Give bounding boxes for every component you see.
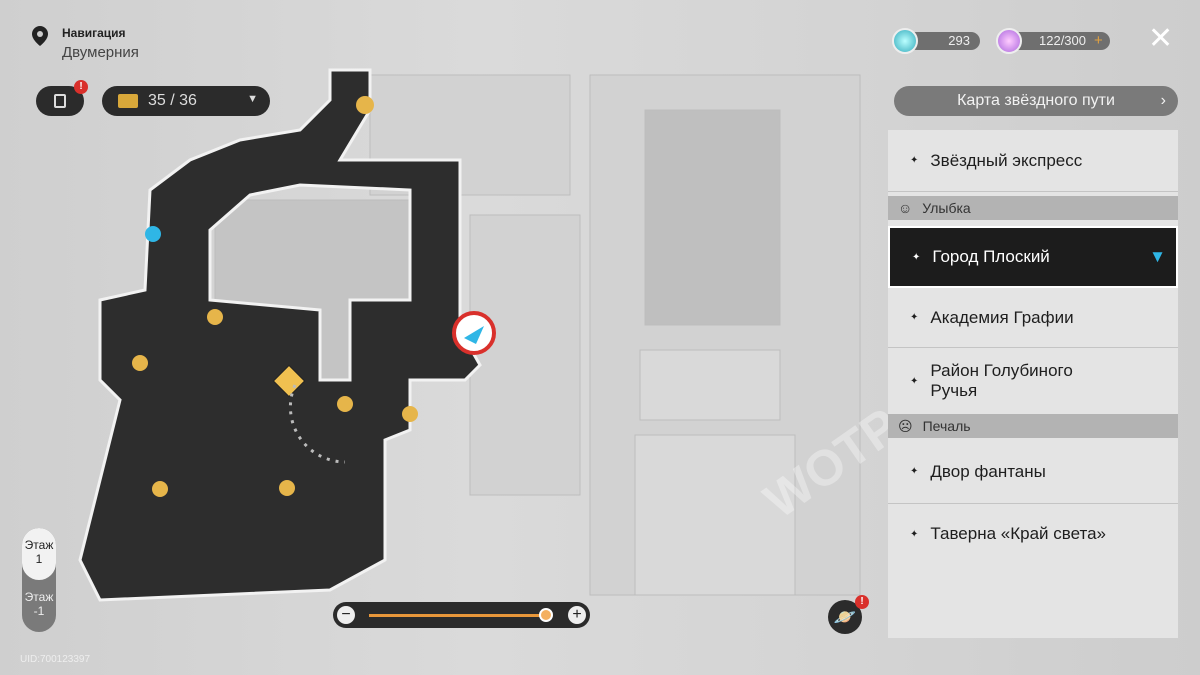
planet-icon: 🪐 [833,607,857,627]
zoom-slider-track[interactable] [369,614,545,617]
missions-button[interactable]: ! [36,80,88,116]
stellar-jade-icon [892,28,918,54]
location-list: ✦Звёздный экспресс ☺Улыбка ✦Город Плоски… [888,130,1178,638]
map-pin-icon [32,26,48,46]
current-location-icon: ▼ [1149,247,1166,266]
floor-minus1-button[interactable]: Этаж-1 [24,590,54,618]
zoom-slider-handle[interactable] [539,608,553,622]
chest-icon [118,94,138,108]
group-header: ☺Улыбка [888,196,1178,220]
teleport-anchor-icon[interactable] [145,226,161,242]
location-item[interactable]: ✦Академия Графии [888,288,1178,348]
trailblaze-power-icon [996,28,1022,54]
trailblaze-power-counter: 122/300 [1010,32,1110,50]
chevron-right-icon: › [1160,92,1166,109]
location-item[interactable]: ✦Таверна «Край света» [910,524,1107,543]
star-map-button[interactable]: Карта звёздного пути › [894,86,1178,116]
zoom-out-button[interactable]: − [337,606,355,624]
alert-badge: ! [74,80,88,94]
location-item-selected[interactable]: ✦Город Плоский▼ [888,226,1178,288]
smile-mask-icon: ☺ [898,200,913,216]
treasure-count: 35 / 36 [148,92,197,109]
location-item[interactable]: ✦Район Голубиного Ручья [910,361,1073,400]
poi-icons[interactable] [132,96,418,497]
treasure-dropdown[interactable]: 35 / 36 ▼ [102,86,270,116]
star-map-label: Карта звёздного пути [957,92,1115,109]
section-label: Навигация [62,26,126,40]
close-icon[interactable]: ✕ [1148,22,1174,55]
alert-badge: ! [855,595,869,609]
walkable-area [78,68,482,602]
group-header: ☹Печаль [888,414,1178,438]
planet-map-button[interactable]: 🪐 [828,600,862,634]
location-item[interactable]: ✦Двор фантаны [888,440,1178,504]
sad-mask-icon: ☹ [898,417,913,434]
document-icon [54,94,66,108]
zoom-in-button[interactable]: + [568,606,586,624]
player-arrow-icon [464,326,484,344]
map-canvas[interactable]: WOTPACK.RU [0,0,890,620]
location-name: Двумерния [62,44,139,61]
add-power-button[interactable]: + [1094,32,1103,49]
chevron-down-icon: ▼ [247,93,258,105]
zoom-control: − + [333,602,590,628]
uid-label: UID:700123397 [20,654,91,665]
navigation-header: Навигация Двумерния [30,24,139,61]
stellar-jade-counter: 293 [908,32,980,50]
location-item[interactable]: ✦Звёздный экспресс [888,130,1178,192]
